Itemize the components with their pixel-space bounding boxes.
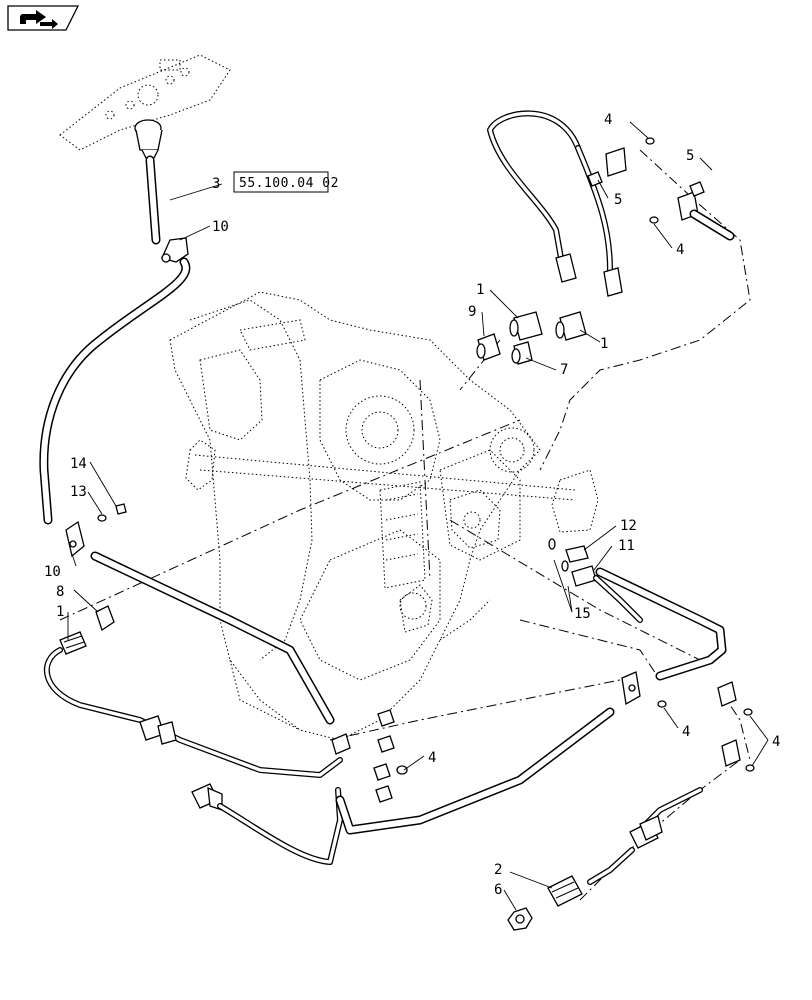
reference-box[interactable]: 55.100.04 02 bbox=[233, 171, 339, 193]
callout-9: 9 bbox=[468, 304, 476, 320]
callout-2: 2 bbox=[494, 862, 502, 878]
sensor-11-wire bbox=[593, 575, 643, 623]
callout-4-mid: 4 bbox=[428, 750, 436, 766]
gauge-sender[interactable] bbox=[134, 119, 163, 159]
sensor-1-top-left[interactable] bbox=[509, 311, 543, 341]
bolt-14[interactable] bbox=[115, 503, 127, 515]
callout-1-left: 1 bbox=[56, 604, 64, 620]
lower-harness bbox=[217, 787, 343, 865]
callout-6: 6 bbox=[494, 882, 502, 898]
plug-7[interactable] bbox=[511, 341, 533, 365]
bracket-right-lower[interactable] bbox=[621, 671, 641, 706]
center-fittings[interactable] bbox=[331, 709, 408, 803]
callout-10-left: 10 bbox=[44, 564, 61, 580]
callout-1-top-right: 1 bbox=[600, 336, 608, 352]
sensor-2[interactable] bbox=[547, 875, 583, 907]
callout-8: 8 bbox=[56, 584, 64, 600]
back-arrow-icon[interactable] bbox=[7, 5, 80, 31]
right-harness-connector[interactable] bbox=[629, 815, 663, 849]
sensor-1-top-right[interactable] bbox=[555, 311, 587, 341]
sensor-11[interactable] bbox=[561, 560, 597, 587]
callout-7: 7 bbox=[560, 362, 568, 378]
leader-lines bbox=[67, 121, 769, 911]
gauge-hose bbox=[145, 155, 161, 245]
dashboard-panel bbox=[59, 54, 231, 151]
callout-10-top: 10 bbox=[212, 219, 229, 235]
nut-6[interactable] bbox=[507, 907, 533, 931]
callout-1-top-left: 1 bbox=[476, 282, 484, 298]
callout-15: 15 bbox=[574, 606, 591, 622]
plug-9[interactable] bbox=[476, 333, 501, 361]
left-harness-connector[interactable] bbox=[139, 715, 177, 745]
bracket-top-right[interactable] bbox=[587, 137, 705, 224]
callout-4-upper-right: 4 bbox=[676, 242, 684, 258]
lower-left-tube bbox=[90, 551, 335, 725]
top-harness-connectors[interactable] bbox=[555, 253, 623, 297]
callout-11: 11 bbox=[618, 538, 635, 554]
callout-4-right: 4 bbox=[772, 734, 780, 750]
assembly-guide-lines bbox=[59, 149, 751, 901]
callout-5-mid: 5 bbox=[614, 192, 622, 208]
left-harness bbox=[43, 647, 343, 778]
transmission-housing bbox=[169, 291, 599, 741]
hose-bracket-left[interactable] bbox=[65, 520, 85, 558]
callout-14: 14 bbox=[70, 456, 87, 472]
adapter-8[interactable] bbox=[95, 605, 115, 632]
reference-box-label: 55.100.04 02 bbox=[239, 176, 339, 191]
washer-13[interactable] bbox=[97, 514, 107, 522]
lower-right-tube bbox=[335, 707, 615, 835]
callout-3: 3 bbox=[212, 176, 220, 192]
callout-13: 13 bbox=[70, 484, 87, 500]
sensor-12[interactable] bbox=[548, 538, 589, 563]
sensor-1-left[interactable] bbox=[59, 631, 87, 655]
top-right-rod bbox=[689, 209, 735, 241]
top-harness bbox=[487, 110, 613, 273]
callout-12: 12 bbox=[620, 518, 637, 534]
callout-4-top: 4 bbox=[604, 112, 612, 128]
left-hose bbox=[39, 257, 191, 525]
bracket-far-right[interactable] bbox=[717, 681, 755, 772]
callout-4-lower-right: 4 bbox=[682, 724, 690, 740]
callouts: 3 10 4 5 5 4 1 1 9 7 14 13 10 8 1 4 12 1… bbox=[44, 112, 780, 898]
washer-4-right[interactable] bbox=[657, 700, 667, 708]
callout-5-top: 5 bbox=[686, 148, 694, 164]
right-tube-loop bbox=[595, 567, 727, 681]
